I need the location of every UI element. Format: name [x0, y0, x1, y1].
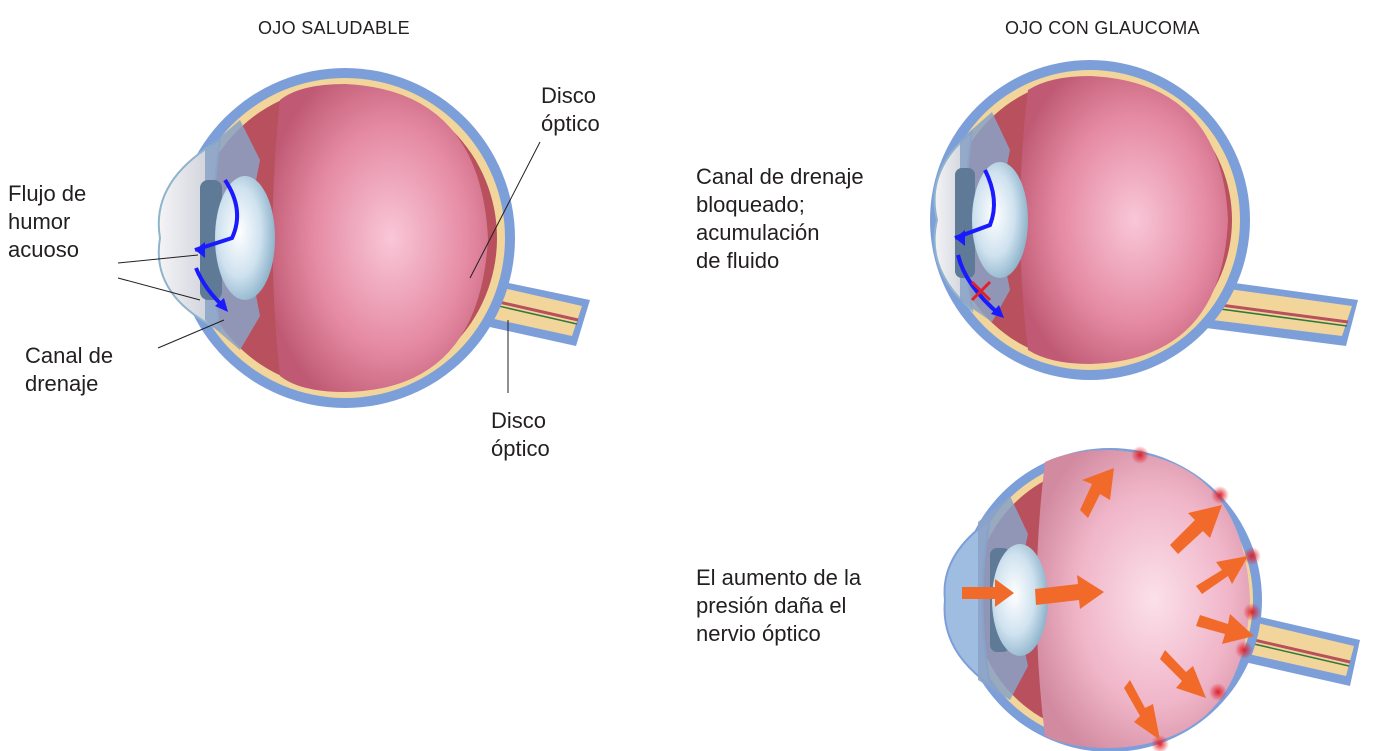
pressure-damage-label: El aumento de la presión daña el nervio … [696, 565, 862, 646]
healthy-eye-title: OJO SALUDABLE [258, 18, 410, 38]
iris [955, 168, 975, 278]
blockage-x-icon [970, 280, 992, 302]
lens [972, 162, 1028, 278]
glaucoma-eye-title: OJO CON GLAUCOMA [1005, 18, 1200, 38]
iris [200, 180, 222, 300]
drainage-canal-label: Canal de drenaje [25, 343, 114, 396]
glaucoma-eye-pressure [943, 446, 1360, 751]
aqueous-flow-label: Flujo de humor acuoso [8, 181, 87, 262]
vitreous-body [1020, 76, 1228, 364]
healthy-eye [117, 68, 590, 408]
blocked-flow-arrow [954, 169, 996, 240]
glaucoma-eye-blocked [930, 60, 1358, 380]
damage-spots [1131, 446, 1261, 751]
optic-disc-label-top: Disco óptico [541, 83, 600, 136]
vitreous-body [272, 84, 488, 392]
lens [992, 544, 1048, 656]
optic-disc-label-bottom: Disco óptico [491, 408, 550, 461]
aqueous-flow-arrow [194, 178, 240, 252]
blocked-canal-label: Canal de drenaje bloqueado; acumulación … [696, 164, 864, 273]
pressure-arrows [962, 468, 1254, 740]
lens [215, 176, 275, 300]
